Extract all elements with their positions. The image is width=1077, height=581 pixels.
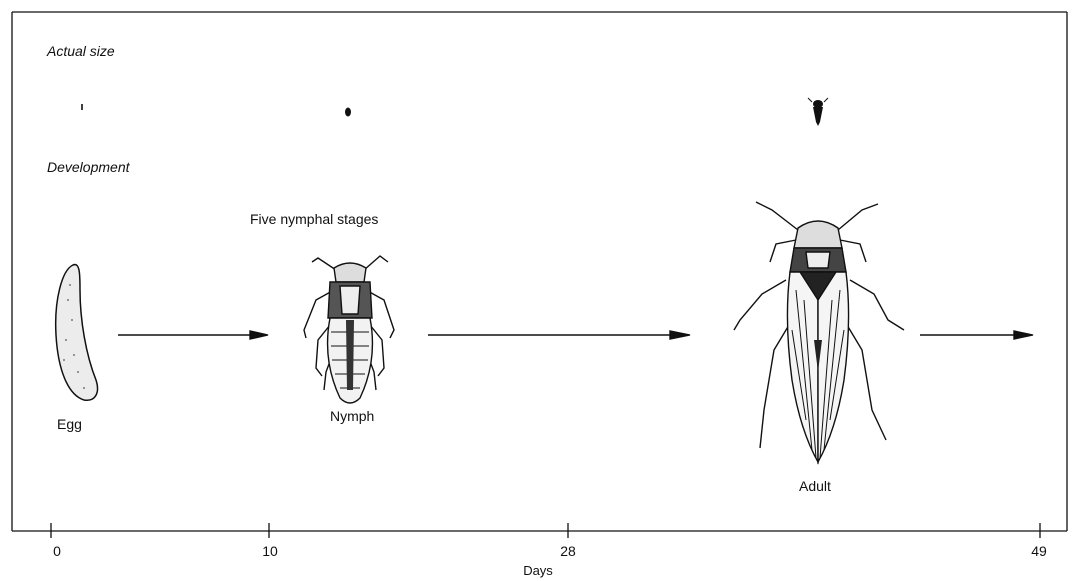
adult-to-next-arrow bbox=[920, 331, 1033, 339]
adult-illustration bbox=[734, 202, 904, 462]
tick-label-49: 49 bbox=[1031, 543, 1047, 559]
nymph-illustration bbox=[304, 256, 394, 403]
egg-to-nymph-arrow bbox=[118, 331, 268, 339]
adult-actual-size bbox=[808, 98, 828, 126]
nymph-to-adult-arrow bbox=[428, 331, 690, 339]
actual-size-heading: Actual size bbox=[47, 43, 115, 59]
nymph-actual-size bbox=[345, 108, 351, 117]
egg-illustration bbox=[56, 265, 98, 401]
development-heading: Development bbox=[47, 159, 130, 175]
egg-label: Egg bbox=[57, 416, 82, 432]
adult-label: Adult bbox=[799, 478, 831, 494]
diagram-frame bbox=[12, 12, 1067, 531]
tick-label-10: 10 bbox=[262, 543, 278, 559]
nymph-label: Nymph bbox=[330, 408, 374, 424]
tick-label-0: 0 bbox=[53, 543, 61, 559]
tick-label-28: 28 bbox=[560, 543, 576, 559]
nymphal-stages-label: Five nymphal stages bbox=[250, 211, 378, 227]
axis-title: Days bbox=[523, 563, 553, 578]
